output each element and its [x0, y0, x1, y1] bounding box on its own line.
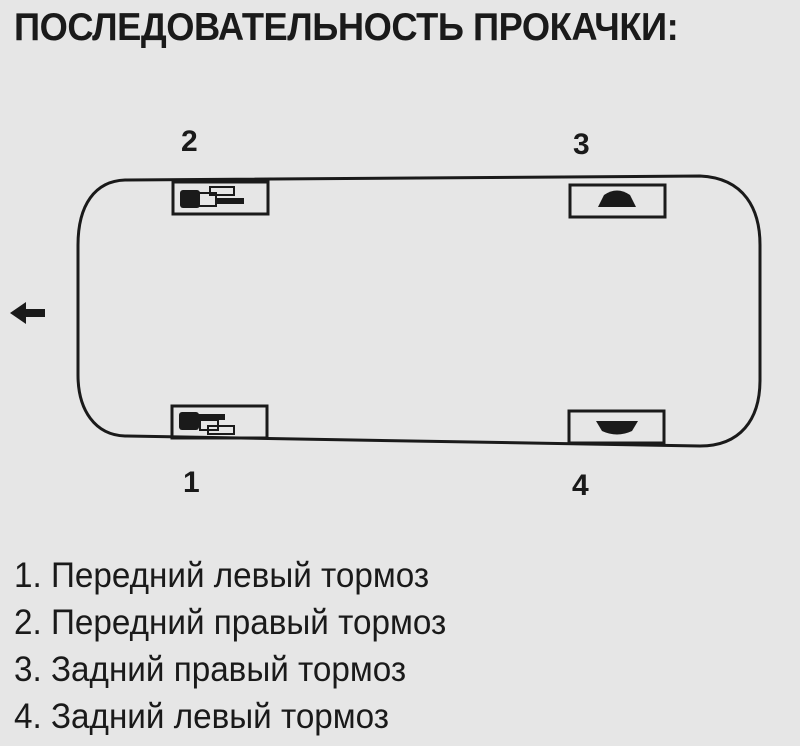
- rear-brake-drum-icon: [598, 190, 636, 207]
- legend-item: 3. Задний правый тормоз: [14, 650, 407, 689]
- wheel-front-right: [171, 180, 270, 216]
- wheel-number-4: 4: [572, 469, 589, 502]
- legend-item: 4. Задний левый тормоз: [14, 697, 390, 736]
- wheel-rear-left: [567, 409, 666, 445]
- legend-item: 1. Передний левый тормоз: [14, 556, 430, 595]
- arrow-left-icon: [10, 302, 45, 324]
- legend: 1. Передний левый тормоз 2. Передний пра…: [14, 552, 446, 740]
- legend-item: 2. Передний правый тормоз: [14, 603, 447, 642]
- front-brake-caliper-icon: [180, 186, 244, 208]
- wheel-number-3: 3: [573, 128, 590, 161]
- wheel-number-2: 2: [181, 125, 198, 158]
- diagram-title: ПОСЛЕДОВАТЕЛЬНОСТЬ ПРОКАЧКИ:: [14, 6, 679, 49]
- wheel-front-left: [170, 404, 269, 440]
- rear-brake-drum-icon: [596, 421, 638, 435]
- wheel-number-1: 1: [183, 466, 200, 499]
- wheel-rear-right: [568, 183, 667, 219]
- car-body-outline: [76, 174, 762, 448]
- front-brake-caliper-icon: [179, 412, 235, 435]
